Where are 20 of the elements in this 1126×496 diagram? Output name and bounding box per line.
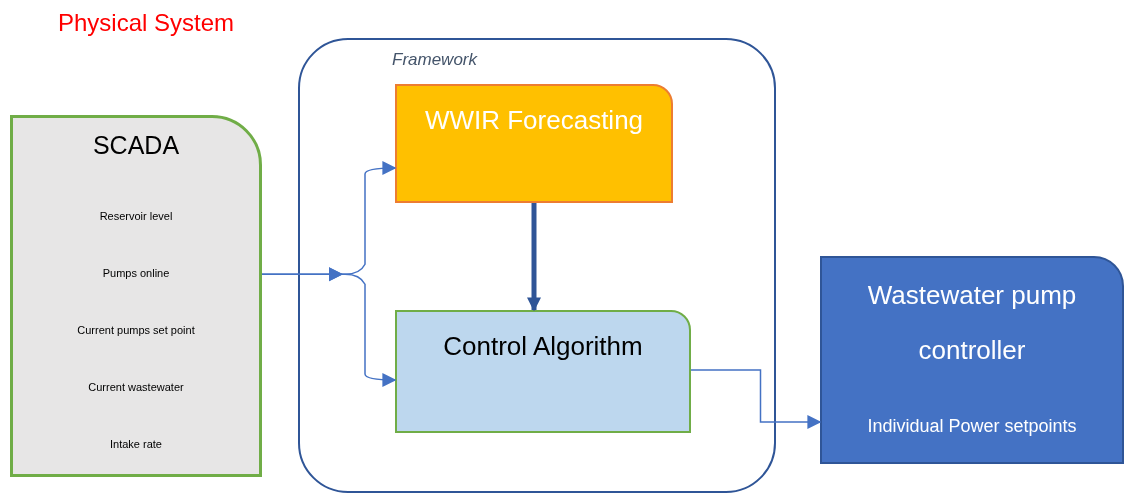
box-label: Control Algorithm xyxy=(443,330,643,363)
data-source-panel xyxy=(10,115,262,477)
diagram-title: Physical System xyxy=(58,9,235,37)
arrow xyxy=(690,369,822,429)
process-box xyxy=(395,310,691,433)
process-box xyxy=(395,84,673,203)
box-label: WWIR Forecasting xyxy=(424,104,644,137)
arrow xyxy=(527,203,541,312)
data-item: Pumps online xyxy=(101,267,171,279)
controller-box xyxy=(820,256,1124,464)
data-item: Reservoir level xyxy=(98,210,174,222)
data-item: Current pumps set point xyxy=(76,324,196,336)
container-label: Framework xyxy=(392,50,477,70)
data-item: Intake rate xyxy=(109,438,163,450)
brace-arrow xyxy=(261,267,397,387)
data-item: Current wastewater xyxy=(87,381,185,393)
box-subtext: Individual Power setpoints xyxy=(866,416,1078,437)
panel-heading: SCADA xyxy=(92,130,180,161)
framework-container xyxy=(298,38,776,493)
box-heading: Wastewater pump controller xyxy=(866,279,1078,367)
